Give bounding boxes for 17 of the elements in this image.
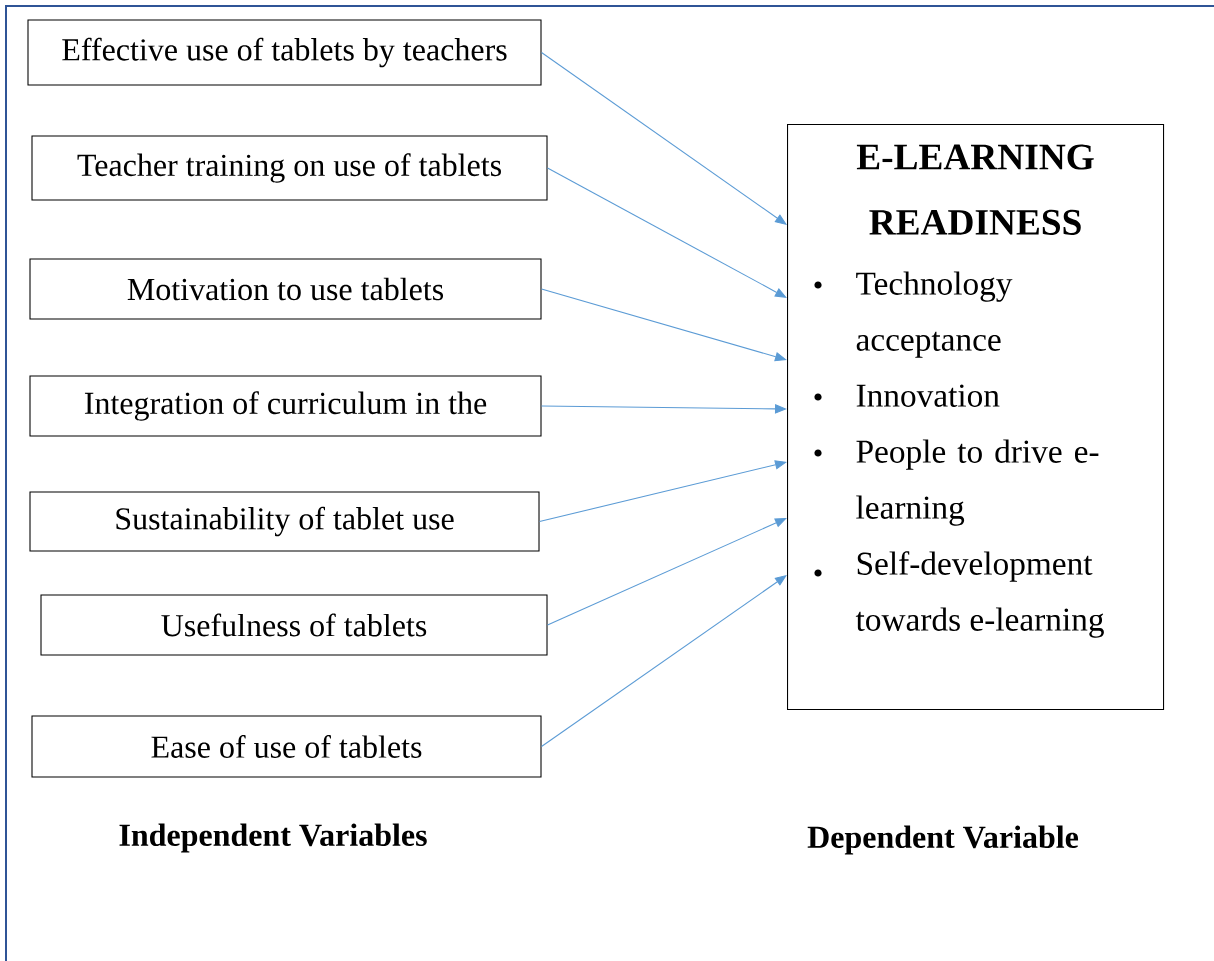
outcome-box: E-LEARNING READINESS Technology acceptance Innovation People to drive e-learning Self-development towards e-learning: [787, 124, 1165, 711]
arrow: [541, 404, 787, 414]
arrow: [547, 167, 787, 298]
arrow: [541, 51, 787, 225]
arrow: [541, 288, 787, 362]
variable-box: Integration of curriculum in the: [29, 375, 542, 437]
variable-box: Usefulness of tablets: [40, 594, 548, 656]
arrow: [539, 460, 787, 523]
variable-box: Teacher training on use of tablets: [31, 135, 548, 201]
variable-box: Ease of use of tablets: [31, 715, 542, 778]
variable-box: Sustainability of tablet use: [29, 491, 540, 552]
arrow: [541, 575, 787, 748]
variable-box: Effective use of tablets by teachers: [27, 19, 542, 86]
variable-box: Motivation to use tablets: [29, 258, 542, 320]
column-heading: Independent Variables: [119, 823, 427, 853]
arrow: [547, 518, 787, 626]
column-heading: Dependent Variable: [807, 825, 1079, 855]
